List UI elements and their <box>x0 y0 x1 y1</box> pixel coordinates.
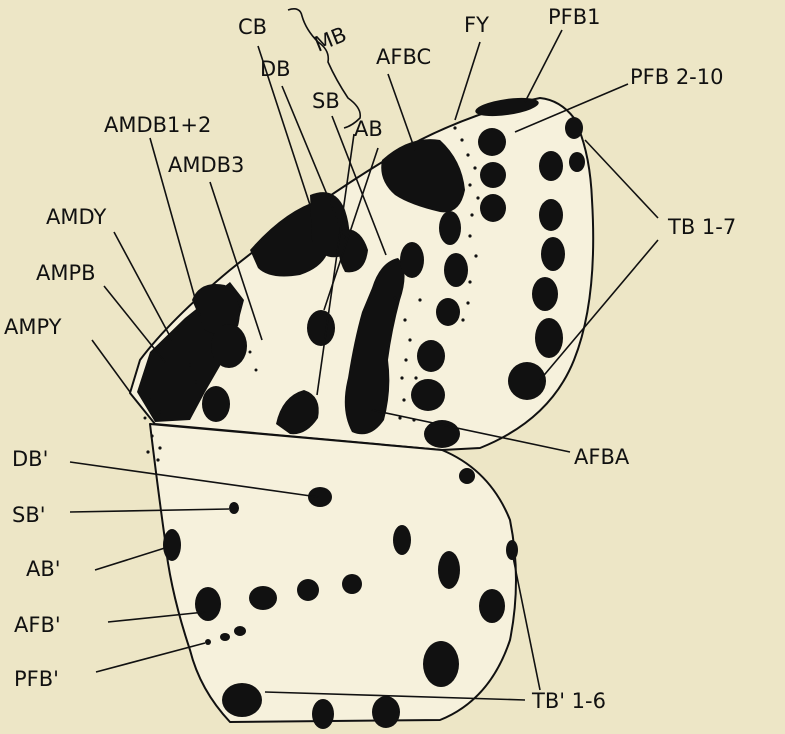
pfb-spot-4 <box>480 194 506 222</box>
label-amdb3: AMDB3 <box>168 153 244 177</box>
label-ampb: AMPB <box>36 261 96 285</box>
tb-spot-4 <box>535 318 563 358</box>
amdb3-spot <box>211 324 247 368</box>
label-ampy: AMPY <box>4 315 62 339</box>
tb-spot-3 <box>541 237 565 271</box>
hindwing-spot-f <box>249 586 277 610</box>
label-amdb1-2: AMDB1+2 <box>104 113 211 137</box>
label-tb1-7: TB 1-7 <box>667 215 736 239</box>
pfb-spot-3 <box>480 162 506 188</box>
tb-spot-2 <box>569 152 585 172</box>
hindwing-spot-b <box>393 525 411 555</box>
label-tb-prime-1-6: TB' 1-6 <box>531 689 606 713</box>
label-pfb2-10: PFB 2-10 <box>630 65 724 89</box>
tb-spot-1 <box>565 117 583 139</box>
label-afba: AFBA <box>574 445 630 469</box>
tb-prime-spot-2 <box>479 589 505 623</box>
tb-prime-spot-6 <box>222 683 262 717</box>
pfb-prime-dot-1 <box>205 639 211 645</box>
label-amdy: AMDY <box>46 205 107 229</box>
label-mb: MB <box>311 22 350 56</box>
label-sb: SB <box>312 89 340 113</box>
label-ab-prime: AB' <box>26 557 61 581</box>
tb-prime-spot-3 <box>423 641 459 687</box>
sb-lower-spot <box>307 310 335 346</box>
afb-spot-b <box>439 211 461 245</box>
pfb-prime-dot-2 <box>220 633 230 641</box>
pfb-spot-6 <box>539 199 563 231</box>
hindwing-spot-a <box>459 468 475 484</box>
label-pfb-prime: PFB' <box>14 667 59 691</box>
afb-spot-a <box>400 242 424 278</box>
tb-spot-5 <box>508 362 546 400</box>
afb-spot-d <box>436 298 460 326</box>
amdb-lower-spot <box>202 386 230 422</box>
tb-prime-spot-5 <box>312 699 334 729</box>
label-db-prime: DB' <box>12 447 48 471</box>
hindwing-spot-d <box>342 574 362 594</box>
ab-prime-spot <box>163 529 181 561</box>
hindwing-spot-c <box>438 551 460 589</box>
pfb-prime-dot-3 <box>234 626 246 636</box>
tb-prime-spot-4 <box>372 696 400 728</box>
label-afb-prime: AFB' <box>14 613 61 637</box>
afb-spot-c <box>444 253 468 287</box>
pfb-spot-5 <box>539 151 563 181</box>
forewing <box>130 95 593 450</box>
sb-prime-spot <box>229 502 239 514</box>
afb-prime-spot <box>195 587 221 621</box>
label-fy: FY <box>464 13 489 37</box>
label-sb-prime: SB' <box>12 503 46 527</box>
label-cb: CB <box>238 15 267 39</box>
tb-prime-spot-1 <box>506 540 518 560</box>
label-afbc: AFBC <box>376 45 431 69</box>
pfb-spot-2 <box>478 128 506 156</box>
hindwing-outline <box>150 424 516 722</box>
afb-spot-f <box>411 379 445 411</box>
afb-spot-e <box>417 340 445 372</box>
hindwing-spot-e <box>297 579 319 601</box>
label-ab: AB <box>354 117 383 141</box>
db-prime-spot <box>308 487 332 507</box>
pfb-spot-7 <box>532 277 558 311</box>
hindwing <box>146 424 518 729</box>
label-pfb1: PFB1 <box>548 5 601 29</box>
label-db: DB <box>260 57 291 81</box>
